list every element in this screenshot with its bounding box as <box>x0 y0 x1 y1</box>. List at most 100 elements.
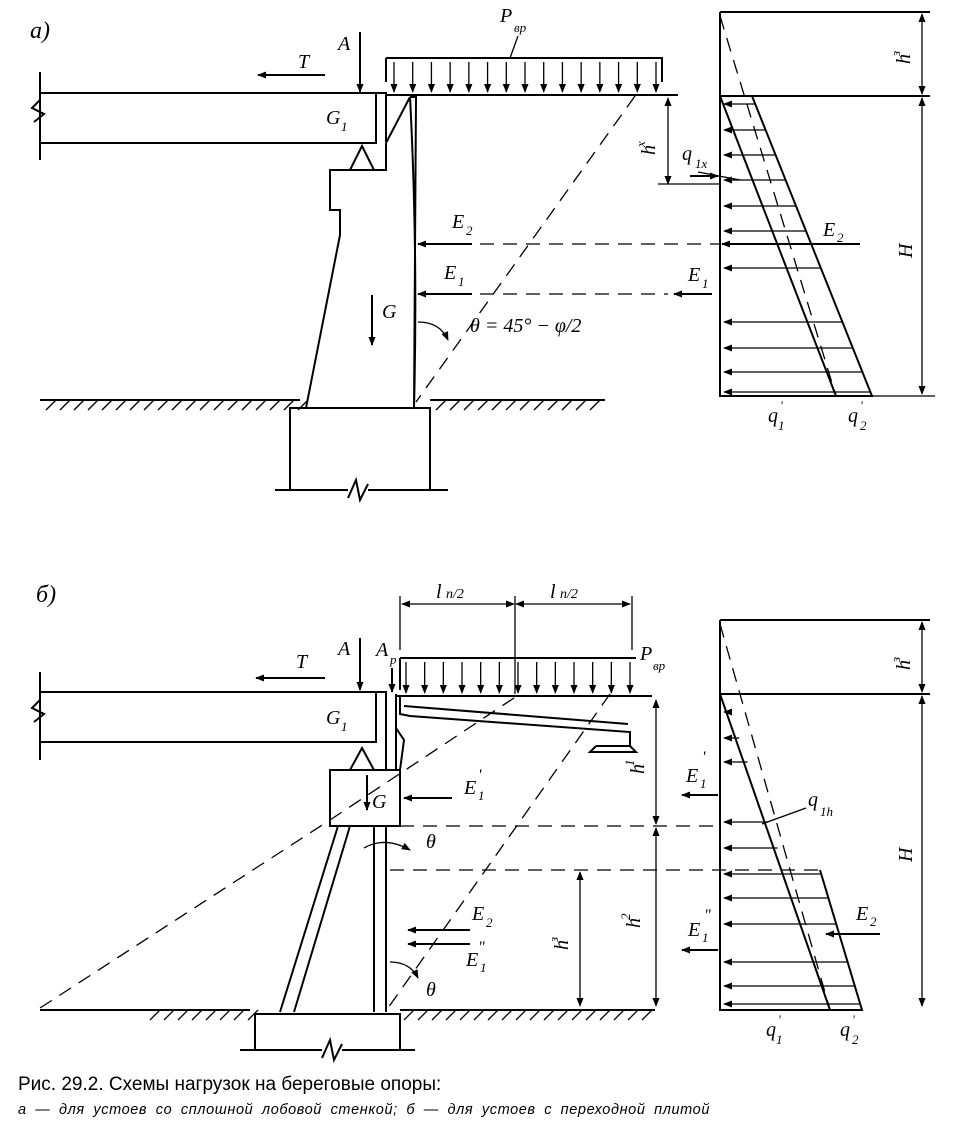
svg-text:2: 2 <box>837 230 844 245</box>
scheme-b-theta2-label: θ <box>426 979 436 1001</box>
hatch-stroke <box>213 399 225 411</box>
hatch-stroke <box>171 399 183 411</box>
svg-text:2: 2 <box>852 1032 859 1047</box>
scheme-a-H-dimension: H <box>860 97 935 397</box>
scheme-b-q1h-label: q 1h <box>761 789 833 825</box>
svg-text:2: 2 <box>486 915 493 930</box>
svg-text:з: з <box>546 937 561 943</box>
svg-text:q: q <box>768 405 778 427</box>
hatch-stroke <box>185 399 197 411</box>
scheme-a-footing <box>275 407 448 504</box>
hatch-stroke <box>59 399 71 411</box>
figure-title: Рис. 29.2. Схемы нагрузок на береговые о… <box>18 1074 442 1095</box>
hatch-stroke <box>599 1009 611 1021</box>
svg-text:з: з <box>888 657 903 663</box>
svg-text:з: з <box>888 51 903 57</box>
hatch-stroke <box>115 399 127 411</box>
scheme-a-abutment <box>304 96 418 409</box>
hatch-stroke <box>529 1009 541 1021</box>
hatch-stroke <box>459 1009 471 1021</box>
svg-text:E: E <box>443 262 456 284</box>
hatch-stroke <box>449 399 461 411</box>
svg-text:1: 1 <box>478 788 485 803</box>
hatch-stroke <box>515 1009 527 1021</box>
hatch-stroke <box>233 1009 245 1021</box>
svg-text:h: h <box>893 660 915 670</box>
scheme-b-E1pp-label: E 1 " <box>465 939 487 975</box>
svg-text:E: E <box>687 264 700 286</box>
scheme-b-slope-line <box>39 693 521 1009</box>
figure-caption: Рис. 29.2. Схемы нагрузок на береговые о… <box>18 1074 948 1118</box>
scheme-a-q1x-label: q 1x <box>682 143 741 181</box>
hatch-stroke <box>241 399 253 411</box>
scheme-a-label: а) <box>30 18 50 44</box>
hatch-stroke <box>585 1009 597 1021</box>
scheme-a-h3-dimension: h з <box>888 13 926 95</box>
svg-text:G: G <box>326 707 341 729</box>
svg-text:h: h <box>893 54 915 64</box>
hatch-stroke <box>157 399 169 411</box>
scheme-a-T-label: T <box>298 51 311 73</box>
svg-text:': ' <box>478 767 482 784</box>
scheme-b-q2-label: q ' 2 <box>840 1012 859 1047</box>
scheme-b-surface-load <box>396 657 652 697</box>
hatch-stroke <box>501 1009 513 1021</box>
hatch-stroke <box>543 1009 555 1021</box>
scheme-b-h3r-dimension: h з <box>888 621 926 693</box>
hatch-stroke <box>533 399 545 411</box>
svg-text:': ' <box>702 749 706 766</box>
scheme-b-label: б) <box>36 582 56 608</box>
svg-text:l: l <box>436 581 442 603</box>
svg-text:2: 2 <box>860 418 867 433</box>
svg-text:': ' <box>778 1012 781 1027</box>
svg-text:x: x <box>633 141 648 148</box>
svg-text:1: 1 <box>341 719 348 734</box>
scheme-a: а) T A G 1 P <box>30 5 935 504</box>
hatch-stroke <box>199 399 211 411</box>
scheme-a-hx-dimension: h x <box>633 97 720 185</box>
svg-text:': ' <box>860 398 863 413</box>
scheme-b-E2-right-label: E 2 <box>855 903 877 929</box>
scheme-b-E1pp-right-label: E 1 " <box>687 907 711 945</box>
scheme-a-theta-label: θ = 45° − φ/2 <box>470 315 581 337</box>
svg-text:1: 1 <box>341 119 348 134</box>
scheme-b-E2-label: E 2 <box>471 903 493 930</box>
svg-text:': ' <box>852 1012 855 1027</box>
scheme-b-l-dimension: l п/2 l п/2 <box>399 581 633 694</box>
hatch-stroke <box>219 1009 231 1021</box>
hatch-stroke <box>491 399 503 411</box>
hatch-stroke <box>403 1009 415 1021</box>
svg-text:п/2: п/2 <box>446 587 464 602</box>
hatch-stroke <box>487 1009 499 1021</box>
svg-text:G: G <box>326 107 341 129</box>
svg-text:2: 2 <box>618 913 633 920</box>
scheme-a-E2-label: E 2 <box>451 211 473 238</box>
svg-text:вр: вр <box>653 658 666 673</box>
svg-text:E: E <box>471 903 484 925</box>
hatch-stroke <box>129 399 141 411</box>
hatch-stroke <box>431 1009 443 1021</box>
hatch-stroke <box>205 1009 217 1021</box>
svg-text:P: P <box>639 643 652 665</box>
svg-text:q: q <box>766 1019 776 1041</box>
svg-text:H: H <box>895 242 917 259</box>
hatch-stroke <box>143 399 155 411</box>
svg-text:l: l <box>550 581 556 603</box>
svg-text:": " <box>704 907 711 924</box>
scheme-b-prism-line <box>387 693 611 1009</box>
scheme-b-h2-dimension: h 2 <box>618 827 660 1007</box>
hatch-stroke <box>463 399 475 411</box>
svg-text:E: E <box>855 903 868 925</box>
scheme-b-H-dimension: H <box>895 695 926 1007</box>
svg-text:q: q <box>808 789 818 811</box>
hatch-stroke <box>101 399 113 411</box>
svg-text:1: 1 <box>778 418 785 433</box>
hatch-stroke <box>435 399 447 411</box>
svg-text:E: E <box>451 211 464 233</box>
hatch-stroke <box>589 399 601 411</box>
scheme-b-P-label: P вр <box>639 643 666 673</box>
hatch-stroke <box>73 399 85 411</box>
hatch-stroke <box>149 1009 161 1021</box>
svg-text:': ' <box>780 398 783 413</box>
scheme-b-theta1-arc <box>363 841 411 851</box>
